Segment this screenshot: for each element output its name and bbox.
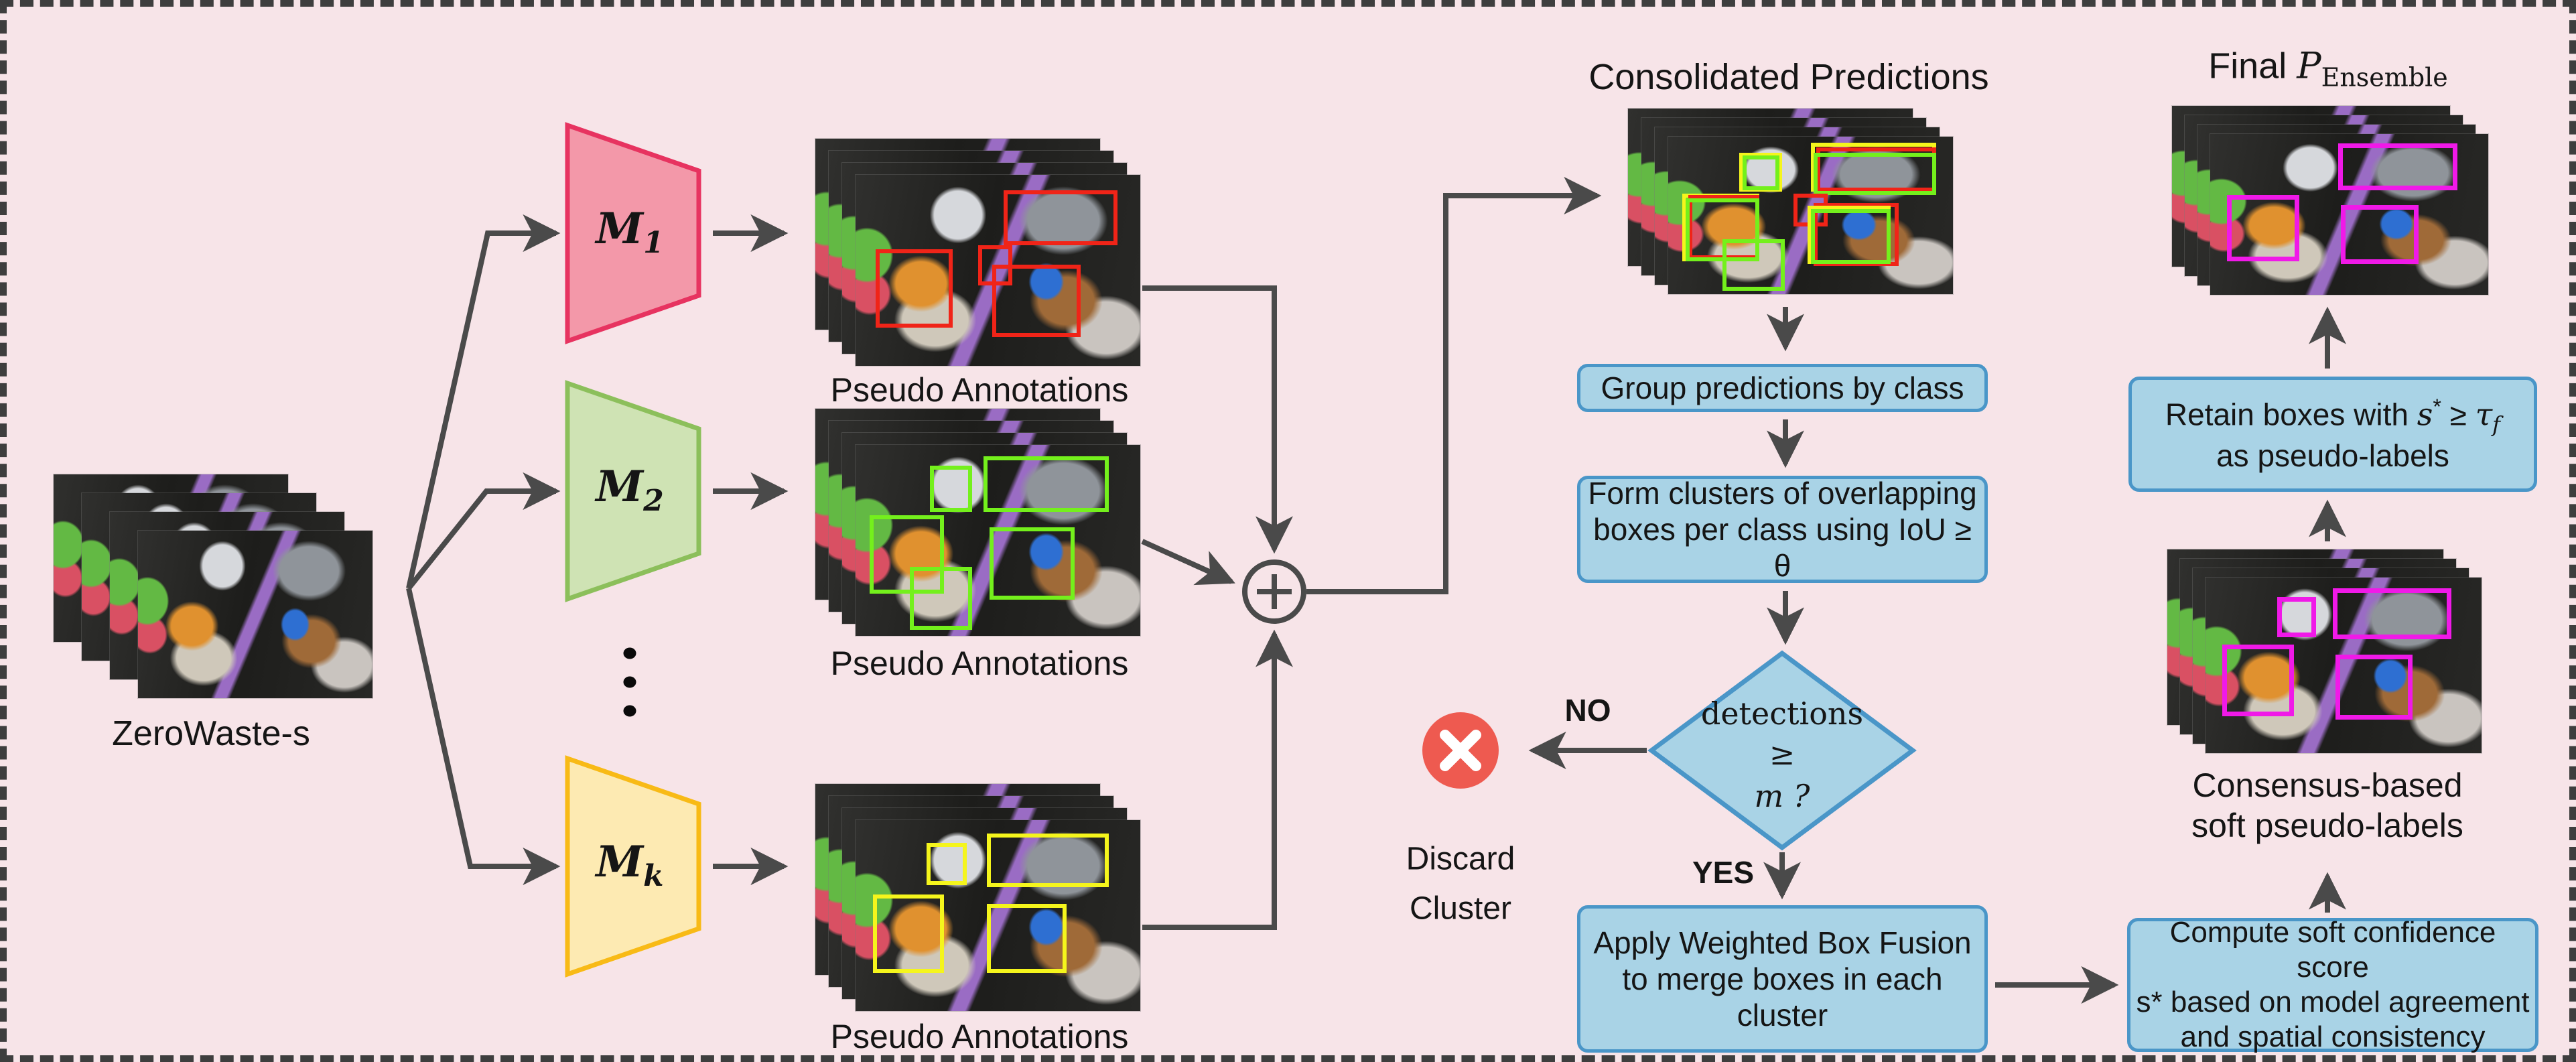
waste-photo-layer xyxy=(856,820,1140,1011)
model-m1-label: M1 xyxy=(596,204,664,260)
bounding-box-yellow xyxy=(927,843,967,885)
wbf-text-line3: cluster xyxy=(1737,998,1828,1033)
bounding-box-magenta xyxy=(2226,195,2299,261)
arrow-pseudo1-to-merge xyxy=(1142,285,1293,554)
group-predictions-text: Group predictions by class xyxy=(1601,370,1964,405)
arrow-pseudo2-to-merge xyxy=(1141,539,1235,586)
decision-diamond-shape xyxy=(1647,650,1917,851)
bounding-box-magenta xyxy=(2277,596,2316,638)
decision-text-line1: detections xyxy=(1700,695,1864,732)
ellipsis-dots-icon xyxy=(623,647,636,717)
wbf-text-line1: Apply Weighted Box Fusion xyxy=(1593,925,1972,960)
bounding-box-green xyxy=(909,567,973,630)
waste-photo-layer xyxy=(2206,578,2482,753)
bounding-box-magenta xyxy=(2332,588,2451,639)
pseudo-annotations-label-1: Pseudo Annotations xyxy=(830,371,1129,409)
form-clusters-box: Form clusters of overlapping boxes per c… xyxy=(1577,476,1988,583)
wbf-text-line2: to merge boxes in each xyxy=(1622,961,1943,996)
final-ensemble-stack xyxy=(2172,106,2488,295)
compute-text-line2: s* based on model agreement xyxy=(2136,986,2530,1018)
pseudo-annotations-label-2: Pseudo Annotations xyxy=(830,645,1129,682)
retain-text-line1: Retain boxes with s* ≥ τf xyxy=(2165,395,2501,438)
retain-text-line2: as pseudo-labels xyxy=(2216,438,2449,473)
bounding-box-green xyxy=(1810,209,1891,265)
arrow-merge-to-consolidated xyxy=(1306,177,1602,594)
bounding-box-yellow xyxy=(986,904,1067,973)
bounding-box-magenta xyxy=(2335,655,2413,720)
waste-photo-layer xyxy=(856,445,1140,636)
bounding-box-magenta xyxy=(2341,204,2419,265)
consensus-label-line1: Consensus-based xyxy=(2192,767,2463,804)
plus-circle-icon xyxy=(1242,559,1306,624)
arrow-pseudo3-to-merge xyxy=(1142,629,1293,930)
yes-branch-label: YES xyxy=(1692,855,1755,890)
no-branch-label: NO xyxy=(1564,693,1611,728)
compute-text-line1: Compute soft confidence score xyxy=(2169,916,2496,984)
consensus-pseudo-labels-stack xyxy=(2167,549,2482,753)
waste-photo-layer xyxy=(856,175,1140,366)
bounding-box-green xyxy=(984,456,1109,512)
zerowaste-label: ZeroWaste-s xyxy=(112,714,310,753)
bounding-box-yellow xyxy=(872,894,944,973)
model-m2-label: M2 xyxy=(596,462,664,518)
discard-label-line2: Cluster xyxy=(1409,890,1512,927)
bounding-box-yellow xyxy=(986,833,1109,887)
bounding-box-green xyxy=(1742,155,1779,190)
model-m2-shape xyxy=(565,380,701,602)
group-predictions-box: Group predictions by class xyxy=(1577,364,1988,412)
discard-label-line1: Discard xyxy=(1406,841,1515,877)
decision-text-line3: m ? xyxy=(1754,778,1810,814)
final-ensemble-title: Final PEnsemble xyxy=(2208,44,2448,92)
waste-photo-layer xyxy=(2210,134,2488,295)
decision-text-line2: ≥ xyxy=(1769,736,1795,772)
bounding-box-magenta xyxy=(2337,143,2458,190)
compute-text-line3: and spatial consistency xyxy=(2180,1020,2486,1053)
connector-layer xyxy=(406,122,2346,1004)
x-circle-icon xyxy=(1422,712,1499,789)
pseudo-annotations-label-3: Pseudo Annotations xyxy=(830,1018,1129,1055)
consensus-label-line2: soft pseudo-labels xyxy=(2191,807,2463,844)
bounding-box-green xyxy=(870,515,944,594)
consolidated-predictions-stack xyxy=(1628,109,1953,294)
arrow-input-to-m1 xyxy=(406,214,561,589)
bounding-box-green xyxy=(1722,239,1785,291)
bounding-box-red xyxy=(992,264,1081,338)
zerowaste-image-stack xyxy=(54,474,372,698)
waste-photo-layer xyxy=(138,531,372,698)
bounding-box-red xyxy=(875,249,953,328)
pseudo-annotations-stack-3 xyxy=(815,784,1140,1011)
bounding-box-green xyxy=(929,466,973,512)
retain-boxes-box: Retain boxes with s* ≥ τf as pseudo-labe… xyxy=(2128,377,2537,492)
pseudo-annotations-stack-1 xyxy=(815,139,1140,366)
bounding-box-red xyxy=(1004,190,1117,246)
model-m1-shape xyxy=(565,122,701,344)
model-mk-label: Mk xyxy=(596,837,664,893)
compute-score-box: Compute soft confidence score s* based o… xyxy=(2127,916,2538,1053)
waste-photo-layer xyxy=(1668,137,1953,294)
form-clusters-text-line1: Form clusters of overlapping xyxy=(1588,475,1977,511)
model-mk-shape xyxy=(565,755,701,978)
bounding-box-magenta xyxy=(2222,644,2294,716)
wbf-box: Apply Weighted Box Fusion to merge boxes… xyxy=(1577,905,1988,1053)
pseudo-annotations-stack-2 xyxy=(815,409,1140,636)
consolidated-title: Consolidated Predictions xyxy=(1588,57,1989,97)
bounding-box-green xyxy=(989,527,1075,600)
arrow-input-to-m2 xyxy=(406,472,561,590)
form-clusters-text-line2: boxes per class using IoU ≥ θ xyxy=(1593,511,1972,584)
bounding-box-green xyxy=(1813,152,1936,195)
arrow-input-to-mk xyxy=(406,588,561,885)
